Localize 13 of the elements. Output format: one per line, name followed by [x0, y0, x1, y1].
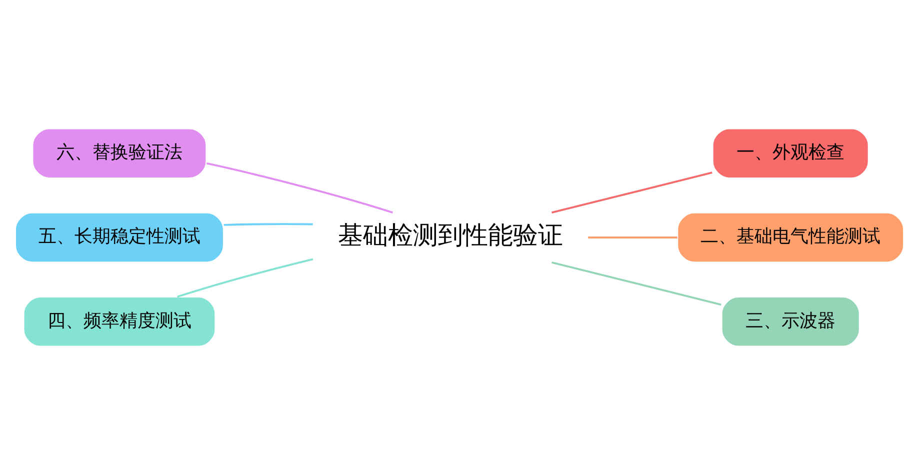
node-box: 二、基础电气性能测试 — [676, 212, 904, 264]
connector — [552, 261, 722, 306]
connector — [588, 236, 678, 238]
connector — [224, 223, 313, 226]
connector — [552, 172, 712, 214]
node-box: 三、示波器 — [720, 296, 860, 348]
connector — [206, 162, 393, 214]
node-text: 基础检测到性能验证 — [338, 222, 564, 250]
node-box: 一、外观检查 — [712, 128, 870, 179]
node-box: 四、频率精度测试 — [22, 296, 216, 348]
connector — [176, 258, 314, 298]
node-box: 六、替换验证法 — [32, 128, 208, 179]
node-box: 五、长期稳定性测试 — [14, 212, 224, 264]
